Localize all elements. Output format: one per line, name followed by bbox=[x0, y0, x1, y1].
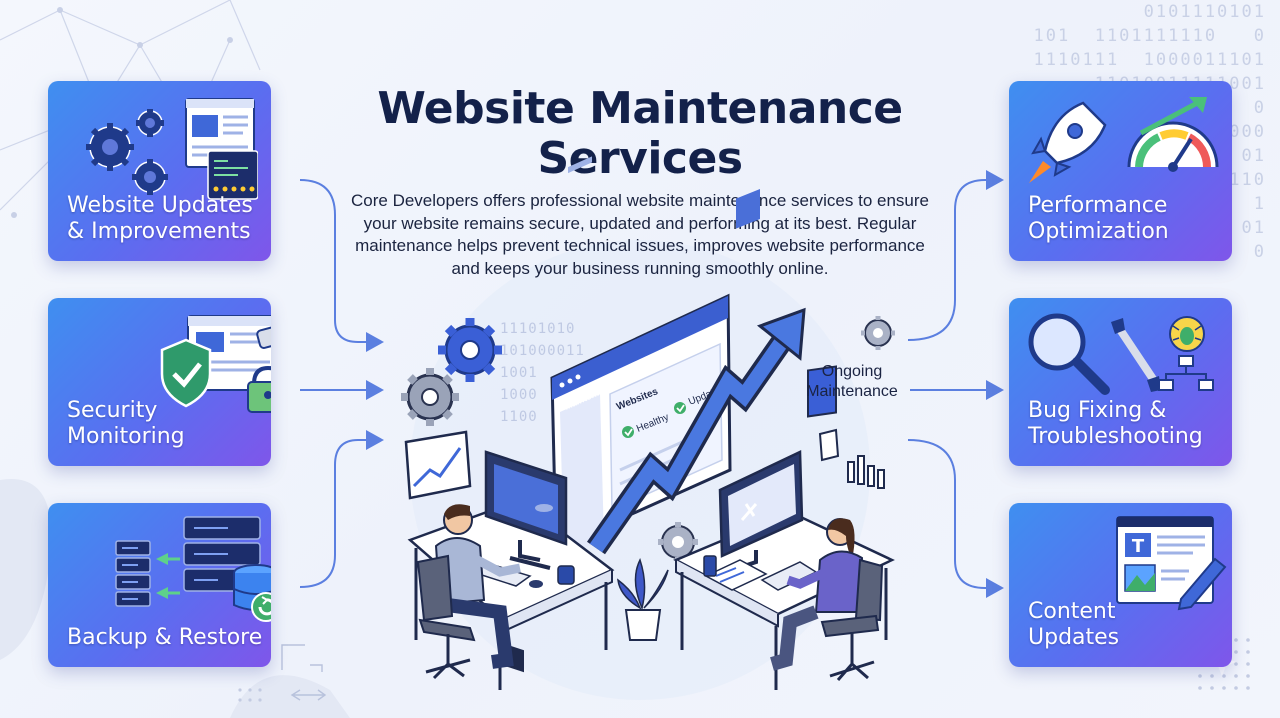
service-card-content-updates[interactable]: T Content Updates bbox=[1009, 503, 1232, 667]
gear-icon bbox=[401, 368, 459, 426]
svg-text:T: T bbox=[1132, 536, 1145, 557]
title-line-2: Services bbox=[537, 133, 743, 184]
decorative-binary-center: 11101010 101000011 1001 1000 1100 bbox=[500, 321, 585, 425]
service-card-website-updates[interactable]: Website Updates & Improvements bbox=[48, 81, 271, 261]
gears-and-browser-icon bbox=[86, 98, 258, 200]
intro-paragraph: Core Developers offers professional webs… bbox=[351, 191, 929, 278]
ongoing-maintenance-label: Ongoing Maintenance bbox=[792, 362, 912, 402]
service-card-security-monitoring[interactable]: Security Monitoring bbox=[48, 298, 271, 466]
service-label: Backup & Restore bbox=[67, 625, 263, 650]
shield-camera-lock-icon bbox=[160, 315, 271, 413]
service-label: Performance Optimization bbox=[1028, 193, 1169, 244]
maintenance-dashboard-window: Websites Maintenance Healthy Updated bbox=[550, 156, 732, 556]
rocket-speedometer-icon bbox=[1029, 97, 1219, 183]
service-label: Security Monitoring bbox=[67, 398, 185, 449]
server-database-icon bbox=[115, 516, 271, 622]
service-label: Bug Fixing & Troubleshooting bbox=[1028, 398, 1203, 449]
service-label: Content Updates bbox=[1028, 599, 1120, 650]
gear-icon bbox=[861, 316, 895, 350]
gear-icon bbox=[438, 318, 502, 382]
service-card-performance-optimization[interactable]: Performance Optimization bbox=[1009, 81, 1232, 261]
service-card-bug-fixing[interactable]: Bug Fixing & Troubleshooting bbox=[1009, 298, 1232, 466]
ongoing-maintenance-text: Ongoing Maintenance bbox=[806, 363, 898, 400]
document-pencil-icon: T bbox=[1116, 516, 1227, 611]
service-card-backup-restore[interactable]: Backup & Restore bbox=[48, 503, 271, 667]
magnifier-wrench-bug-icon bbox=[1028, 313, 1214, 395]
title-line-1: Website Maintenance bbox=[377, 83, 903, 134]
page-title: Website Maintenance Services bbox=[340, 84, 940, 184]
service-label: Website Updates & Improvements bbox=[67, 193, 253, 244]
